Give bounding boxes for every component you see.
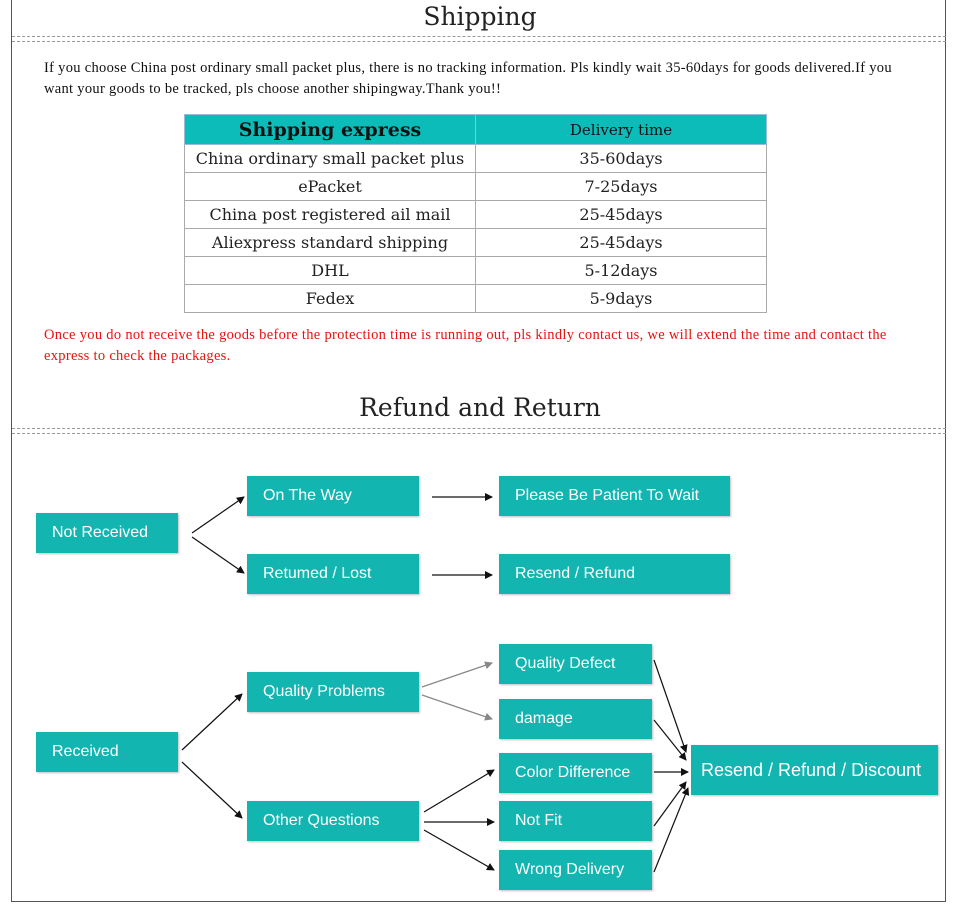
flow-box-wrong-delivery: Wrong Delivery xyxy=(499,850,652,890)
table-row: DHL 5-12days xyxy=(184,256,767,285)
delivery-time: 25-45days xyxy=(475,228,767,257)
header-shipping-express: Shipping express xyxy=(184,114,476,145)
divider xyxy=(12,41,946,42)
table-row: China post registered ail mail 25-45days xyxy=(184,200,767,229)
delivery-time: 25-45days xyxy=(475,200,767,229)
shipping-title: Shipping xyxy=(423,2,537,31)
shipping-intro: If you choose China post ordinary small … xyxy=(44,60,892,97)
shipping-method: Fedex xyxy=(184,284,476,313)
table-row: Fedex 5-9days xyxy=(184,284,767,313)
arrow xyxy=(423,829,495,871)
shipping-method: China ordinary small packet plus xyxy=(184,144,476,173)
arrow xyxy=(653,719,687,761)
flow-box-other-questions: Other Questions xyxy=(247,801,419,841)
flow-box-quality-problems: Quality Problems xyxy=(247,672,419,712)
arrow xyxy=(421,694,493,721)
flow-box-not-fit: Not Fit xyxy=(499,801,652,841)
divider xyxy=(12,36,946,37)
shipping-table: Shipping express Delivery time China ord… xyxy=(184,114,767,313)
shipping-method: Aliexpress standard shipping xyxy=(184,228,476,257)
arrow xyxy=(653,781,687,827)
shipping-method: China post registered ail mail xyxy=(184,200,476,229)
delivery-time: 5-9days xyxy=(475,284,767,313)
flow-box-please-wait: Please Be Patient To Wait xyxy=(499,476,730,516)
content-frame xyxy=(11,0,946,902)
flow-box-color-difference: Color Difference xyxy=(499,753,652,793)
table-row: China ordinary small packet plus 35-60da… xyxy=(184,144,767,173)
flow-box-received: Received xyxy=(36,732,178,772)
flow-box-quality-defect: Quality Defect xyxy=(499,644,652,684)
flow-box-not-received: Not Received xyxy=(36,513,178,553)
flow-box-returned-lost: Retumed / Lost xyxy=(247,554,419,594)
arrow xyxy=(653,787,690,873)
arrow xyxy=(423,769,495,813)
refund-title: Refund and Return xyxy=(359,393,601,422)
flow-box-damage: damage xyxy=(499,699,652,739)
header-delivery-time: Delivery time xyxy=(475,114,767,145)
divider xyxy=(12,433,946,434)
flow-box-resend-refund: Resend / Refund xyxy=(499,554,730,594)
arrow xyxy=(181,693,243,751)
table-row: Aliexpress standard shipping 25-45days xyxy=(184,228,767,257)
flow-box-on-the-way: On The Way xyxy=(247,476,419,516)
arrow xyxy=(421,661,493,688)
flow-box-resend-refund-discount: Resend / Refund / Discount xyxy=(691,745,938,795)
delivery-time: 35-60days xyxy=(475,144,767,173)
protection-notice: Once you do not receive the goods before… xyxy=(44,327,887,364)
arrow xyxy=(191,536,245,574)
table-header-row: Shipping express Delivery time xyxy=(184,114,767,145)
arrow xyxy=(653,659,688,753)
divider xyxy=(12,428,946,429)
delivery-time: 5-12days xyxy=(475,256,767,285)
arrow xyxy=(181,761,243,819)
arrow xyxy=(191,496,245,534)
